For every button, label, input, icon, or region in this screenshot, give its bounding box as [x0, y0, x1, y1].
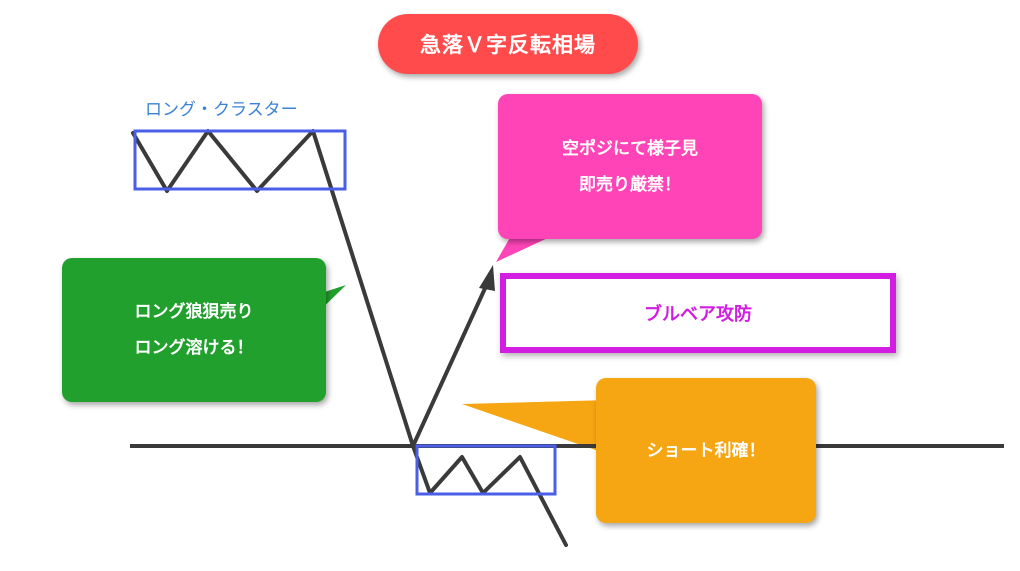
orange-callout-tail	[462, 400, 610, 455]
green-callout-line1: ロング狼狽売り	[134, 302, 254, 322]
bottom-cluster-box	[415, 444, 557, 496]
rebound-arrow-head	[479, 265, 495, 291]
green-callout-line2: ロング溶ける！	[134, 338, 254, 358]
pink-callout-line1: 空ポジにて様子見	[562, 138, 698, 159]
bull-bear-box: ブルベア攻防	[500, 273, 896, 353]
orange-callout-line1: ショート利確！	[646, 440, 766, 461]
pink-callout-line2: 即売り厳禁！	[579, 174, 681, 195]
pink-callout: 空ポジにて様子見 即売り厳禁！	[498, 94, 762, 239]
long-cluster-label: ロング・クラスター	[145, 100, 298, 120]
title-pill: 急落Ｖ字反転相場	[378, 14, 638, 74]
green-callout: ロング狼狽売り ロング溶ける！	[62, 258, 326, 402]
bull-bear-label: ブルベア攻防	[644, 304, 752, 325]
long-cluster-box	[133, 129, 347, 191]
orange-callout: ショート利確！	[596, 378, 816, 523]
rebound-arrow-line	[411, 282, 489, 448]
